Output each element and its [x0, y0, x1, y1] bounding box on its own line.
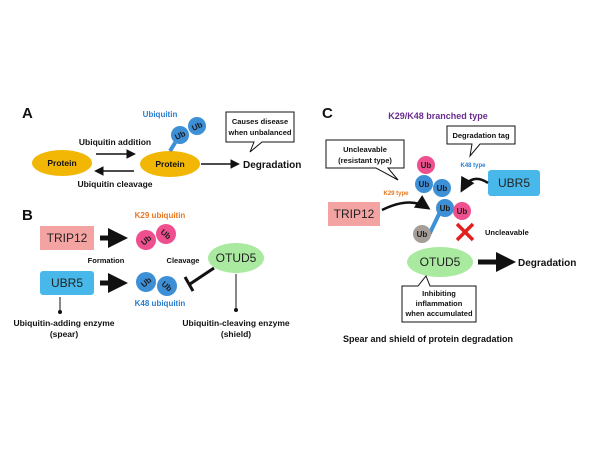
ub-c-label-4: Ub: [440, 204, 451, 213]
uncleavable-cross-icon: [455, 222, 475, 242]
ub-c-pink-right: [453, 202, 471, 220]
trip12-label-c: TRIP12: [334, 207, 375, 221]
otud5-label-c: OTUD5: [420, 255, 461, 269]
ub-c-label-5: Ub: [457, 207, 468, 216]
formation-label: Formation: [88, 256, 125, 265]
ubiquitin-addition-label: Ubiquitin addition: [79, 137, 151, 147]
cleaving-enzyme-line-1: Ubiquitin-cleaving enzyme: [182, 318, 289, 328]
ubr5-pin-dot: [58, 310, 62, 314]
adding-enzyme-line-1: Ubiquitin-adding enzyme: [13, 318, 114, 328]
ubr5-arrow-c: [460, 175, 489, 193]
ub-k29-b: [156, 224, 176, 244]
disease-callout: [225, 111, 295, 153]
adding-enzyme-line-2: (spear): [50, 329, 79, 339]
degradation-tag-label: Degradation tag: [452, 131, 510, 140]
cleaving-enzyme-line-2: (shield): [221, 329, 251, 339]
degradation-label-c: Degradation: [518, 258, 576, 269]
protein-right: [140, 151, 200, 177]
inhibit-callout-line-1: Inhibiting: [422, 289, 456, 298]
ub-k48-b: [157, 276, 177, 296]
protein-left-label: Protein: [47, 158, 76, 168]
uncleavable-callout-line-2: (resistant type): [338, 156, 392, 165]
ub-k48-a: [136, 272, 156, 292]
protein-right-label: Protein: [155, 159, 184, 169]
panel-a-letter: A: [22, 105, 33, 122]
disease-callout-line-1: Causes disease: [232, 117, 288, 126]
ub-c-blue-1: [415, 175, 433, 193]
otud5-pin-dot: [234, 308, 238, 312]
ub-a-1: [171, 126, 189, 144]
uncleavable-callout-line-1: Uncleavable: [343, 145, 387, 154]
inhibit-callout-line-2: inflammation: [416, 299, 463, 308]
panel-b: B TRIP12 UBR5 Formation K29 ubiquitin Ub…: [13, 207, 289, 339]
ub-c-gray: [413, 225, 431, 243]
ub-c-pink-top: [417, 156, 435, 174]
cleavage-label: Cleavage: [167, 256, 200, 265]
branched-type-title: K29/K48 branched type: [388, 111, 488, 121]
disease-callout-line-2: when unbalanced: [228, 128, 292, 137]
ub-c-blue-3: [436, 199, 454, 217]
ubiquitin-cleavage-label: Ubiquitin cleavage: [77, 179, 152, 189]
ubiquitin-label: Ubiquitin: [143, 110, 178, 119]
ub-a-2-label: Ub: [190, 120, 204, 133]
panel-b-letter: B: [22, 207, 33, 224]
trip12-box-c: [328, 202, 380, 226]
k48-ubiquitin-label: K48 ubiquitin: [135, 299, 186, 308]
inhibition-bar: [183, 276, 195, 292]
ub-c-label-1: Ub: [421, 161, 432, 170]
otud5-ellipse-b: [208, 243, 264, 273]
uncleavable-callout: [325, 139, 405, 181]
panel-c: C K29/K48 branched type Uncleavable (res…: [322, 105, 576, 344]
ubr5-box-c: [488, 170, 540, 196]
panel-a: A Protein Ubiquitin addition Ubiquitin c…: [22, 105, 301, 189]
ubr5-box-b: [40, 271, 94, 295]
panel-c-letter: C: [322, 105, 333, 122]
ub-c-label-2: Ub: [419, 180, 430, 189]
ubr5-label-b: UBR5: [51, 276, 83, 290]
ub-c-blue-2: [433, 179, 451, 197]
k48-type-label: K48 type: [460, 163, 486, 169]
inhibition-line: [189, 266, 215, 286]
otud5-label-b: OTUD5: [216, 251, 257, 265]
degradation-label-a: Degradation: [243, 160, 301, 171]
trip12-label-b: TRIP12: [47, 231, 88, 245]
ubr5-label-c: UBR5: [498, 176, 530, 190]
ub-a-2: [188, 117, 206, 135]
degradation-tag-callout: [446, 125, 516, 158]
ub-c-label-6: Ub: [417, 230, 428, 239]
ub-a-1-label: Ub: [173, 129, 187, 142]
panel-c-caption: Spear and shield of protein degradation: [343, 334, 513, 344]
ub-c-label-3: Ub: [437, 184, 448, 193]
uncleavable-label: Uncleavable: [485, 228, 529, 237]
otud5-ellipse-c: [407, 247, 473, 277]
trip12-box-b: [40, 226, 94, 250]
protein-left: [32, 150, 92, 176]
k29-ubiquitin-label: K29 ubiquitin: [135, 211, 186, 220]
ub-k29-a: [136, 230, 156, 250]
k29-type-label: K29 type: [383, 191, 409, 197]
trip12-arrow-c: [381, 195, 431, 212]
inhibit-callout-line-3: when accumulated: [404, 309, 473, 318]
inhibit-callout: [401, 275, 477, 323]
